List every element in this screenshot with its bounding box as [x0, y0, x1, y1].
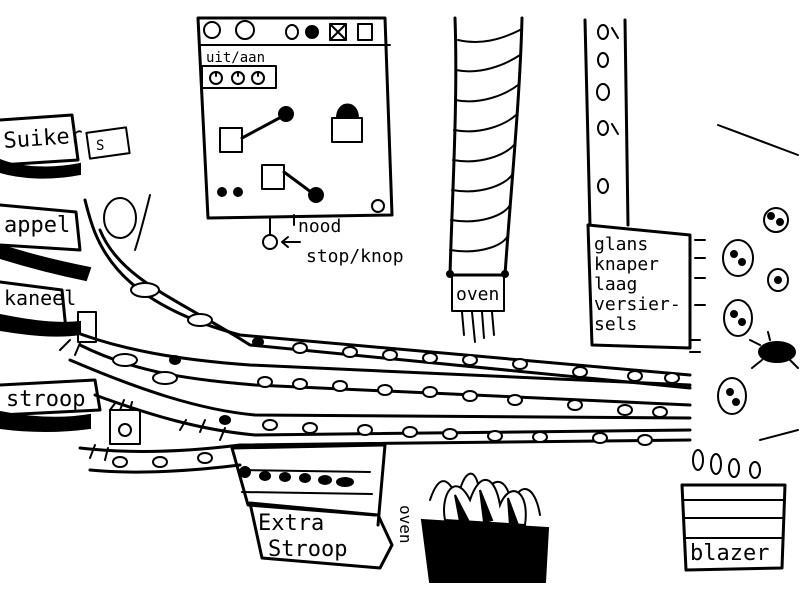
knapper-label: knaper — [594, 254, 659, 275]
box-icon[interactable] — [357, 23, 373, 41]
stroop-dispenser: stroop — [0, 378, 141, 445]
switch-label: uit/aan — [206, 50, 265, 66]
oven-tube: oven — [446, 16, 524, 343]
suiker-tag: S — [96, 138, 104, 154]
finishing-column: glans knaper laag versier- sels — [583, 18, 706, 353]
filled-circle-icon[interactable] — [305, 25, 319, 39]
stop-knop-label: stop/knop — [306, 246, 404, 267]
suiker-label: Suiker — [3, 124, 84, 154]
oven-label: oven — [456, 284, 499, 305]
egg-icon — [103, 197, 137, 239]
panel-buttons — [203, 20, 373, 41]
circle-icon[interactable] — [203, 21, 221, 39]
versier-label-2: sels — [594, 314, 637, 335]
kaneel-dispenser: kaneel — [0, 280, 97, 343]
basket — [420, 472, 550, 583]
panel-corner-button[interactable] — [371, 199, 385, 213]
laag-label: laag — [594, 274, 637, 295]
extra-label: Extra — [258, 511, 324, 536]
suiker-dispenser: Suiker S — [0, 113, 131, 179]
extra-stroop-unit: Extra Stroop — [230, 443, 394, 570]
versier-label-1: versier- — [594, 294, 681, 315]
stroop-label: stroop — [6, 387, 85, 412]
control-panel: uit/aan — [196, 16, 394, 220]
circle-icon[interactable] — [285, 24, 299, 40]
kaneel-label: kaneel — [4, 286, 76, 310]
blazer-label: blazer — [690, 541, 769, 566]
appel-dispenser: appel — [0, 203, 92, 282]
oven-small-label: oven — [396, 505, 415, 544]
emergency-stop: nood stop/knop — [262, 214, 404, 267]
nood-label: nood — [298, 216, 341, 237]
emergency-stop-button[interactable] — [262, 234, 278, 250]
circle-icon[interactable] — [235, 20, 255, 40]
x-box-icon[interactable] — [329, 23, 347, 41]
decorated-cookies — [692, 124, 799, 479]
knob-row — [209, 71, 265, 85]
blazer: blazer — [680, 483, 787, 572]
appel-label: appel — [4, 213, 70, 238]
glans-label: glans — [594, 234, 648, 255]
extra-stroop-label: Stroop — [268, 537, 347, 562]
conveyor-belts — [59, 198, 692, 474]
